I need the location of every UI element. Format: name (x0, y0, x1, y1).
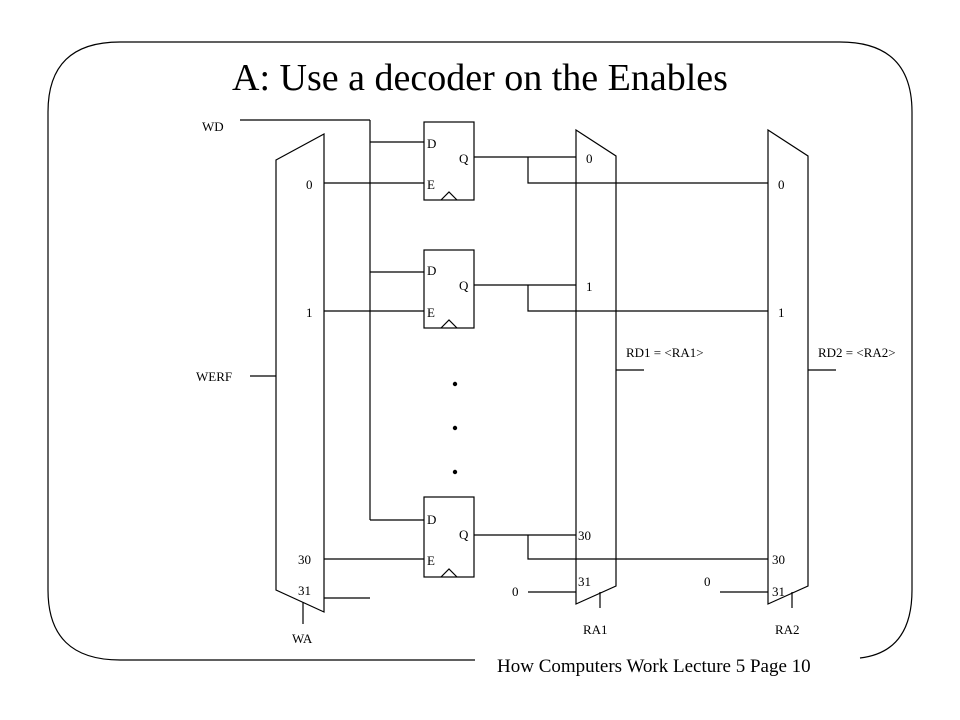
clock-triangle (440, 319, 458, 329)
rd1-label: RD1 = <RA1> (626, 345, 704, 360)
clock-triangle (440, 191, 458, 201)
mux1-tie-label: 0 (512, 584, 519, 599)
ellipsis-dot (452, 425, 458, 431)
ff-q-label: Q (459, 527, 469, 542)
wd-label: WD (202, 119, 224, 134)
q0-to-mux2 (527, 157, 768, 184)
flipflop-1: D Q E (423, 249, 475, 329)
ff-e-label: E (427, 553, 435, 568)
ff-d-label: D (427, 512, 436, 527)
rd2-label: RD2 = <RA2> (818, 345, 896, 360)
ff-d-label: D (427, 263, 436, 278)
decoder-out-1: 1 (306, 305, 313, 320)
mux2-tie-label: 0 (704, 574, 711, 589)
ellipsis-dot (452, 381, 458, 387)
flipflop-body (423, 121, 475, 201)
mux2-in-0: 0 (778, 177, 785, 192)
flipflop-body (423, 496, 475, 578)
ff-e-label: E (427, 177, 435, 192)
page-title: A: Use a decoder on the Enables (232, 57, 728, 99)
flipflop-0: D Q E (423, 121, 475, 201)
clock-triangle (440, 568, 458, 578)
slide-frame (47, 41, 913, 661)
decoder-out-31: 31 (298, 583, 311, 598)
mux2-shape (767, 128, 809, 605)
ff-d-label: D (427, 136, 436, 151)
mux1-in-0: 0 (586, 151, 593, 166)
mux1-in-1: 1 (586, 279, 593, 294)
mux2-in-31: 31 (772, 584, 785, 599)
page-footer: How Computers Work Lecture 5 Page 10 (497, 656, 811, 677)
decoder-out-0: 0 (306, 177, 313, 192)
ff-q-label: Q (459, 278, 469, 293)
q1-to-mux2 (527, 285, 768, 312)
wa-label: WA (292, 631, 313, 646)
ra2-label: RA2 (775, 622, 800, 637)
q30-to-mux2 (527, 535, 768, 560)
decoder-shape (275, 132, 325, 613)
werf-label: WERF (196, 369, 232, 384)
ff-e-label: E (427, 305, 435, 320)
flipflop-body (423, 249, 475, 329)
ra1-label: RA1 (583, 622, 608, 637)
mux1-in-31: 31 (578, 574, 591, 589)
ff-q-label: Q (459, 151, 469, 166)
decoder-out-30: 30 (298, 552, 311, 567)
mux1-shape (575, 128, 617, 605)
mux2-in-1: 1 (778, 305, 785, 320)
flipflop-30: D Q E (423, 496, 475, 578)
ellipsis-dot (452, 469, 458, 475)
mux1-in-30: 30 (578, 528, 591, 543)
mux2-in-30: 30 (772, 552, 785, 567)
